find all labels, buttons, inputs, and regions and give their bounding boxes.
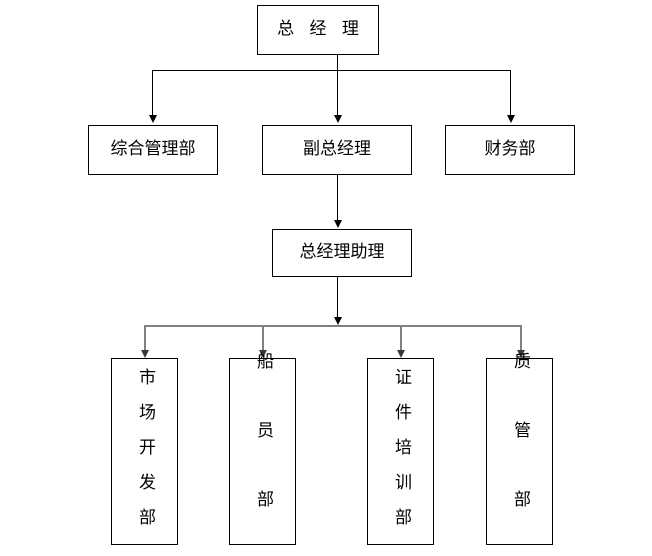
arrowhead-dgm-to-assistant <box>334 220 342 228</box>
edge-gm-to-finance <box>510 70 511 117</box>
node-market-development-dept[interactable]: 市场开发部 <box>111 358 178 545</box>
node-assistant-general-manager-label: 总经理助理 <box>299 242 385 263</box>
edge-assistant-to-market <box>144 325 146 352</box>
node-deputy-general-manager[interactable]: 副总经理 <box>262 125 412 175</box>
edge-gm-to-admin <box>152 70 153 117</box>
node-quality-management-dept[interactable]: 质管部 <box>486 352 553 556</box>
node-general-manager-label: 总 经 理 <box>277 19 364 40</box>
node-general-manager[interactable]: 总 经 理 <box>257 5 379 55</box>
node-crew-dept[interactable]: 船员部 <box>229 352 296 556</box>
node-finance-dept[interactable]: 财务部 <box>445 125 575 175</box>
node-quality-management-dept-label: 质管部 <box>510 352 530 556</box>
edge-assistant-trunk <box>337 277 338 319</box>
node-assistant-general-manager[interactable]: 总经理助理 <box>272 229 412 277</box>
node-crew-dept-label: 船员部 <box>253 352 273 556</box>
arrowhead-assistant-trunk <box>334 317 342 325</box>
arrowhead-assistant-to-market <box>141 350 149 358</box>
edge-assistant-bus <box>144 325 521 327</box>
edge-gm-trunk <box>337 55 338 71</box>
node-certificate-training-dept-label: 证件培训部 <box>391 368 411 543</box>
arrowhead-gm-to-admin <box>149 115 157 123</box>
edge-gm-bus <box>152 70 511 71</box>
arrowhead-gm-to-dgm <box>334 115 342 123</box>
node-market-development-dept-label: 市场开发部 <box>135 368 155 543</box>
arrowhead-assistant-to-cert <box>397 350 405 358</box>
edge-assistant-to-cert <box>400 325 402 352</box>
node-certificate-training-dept[interactable]: 证件培训部 <box>367 358 434 545</box>
edge-dgm-to-assistant <box>337 175 338 221</box>
node-comprehensive-management-dept-label: 综合管理部 <box>110 139 196 160</box>
arrowhead-assistant-to-quality <box>517 350 525 358</box>
edge-assistant-to-crew <box>262 325 264 352</box>
node-comprehensive-management-dept[interactable]: 综合管理部 <box>88 125 218 175</box>
edge-assistant-to-quality <box>520 325 522 352</box>
edge-gm-to-dgm <box>337 70 338 117</box>
arrowhead-gm-to-finance <box>507 115 515 123</box>
arrowhead-assistant-to-crew <box>259 350 267 358</box>
node-finance-dept-label: 财务部 <box>484 139 536 160</box>
node-deputy-general-manager-label: 副总经理 <box>303 139 371 160</box>
